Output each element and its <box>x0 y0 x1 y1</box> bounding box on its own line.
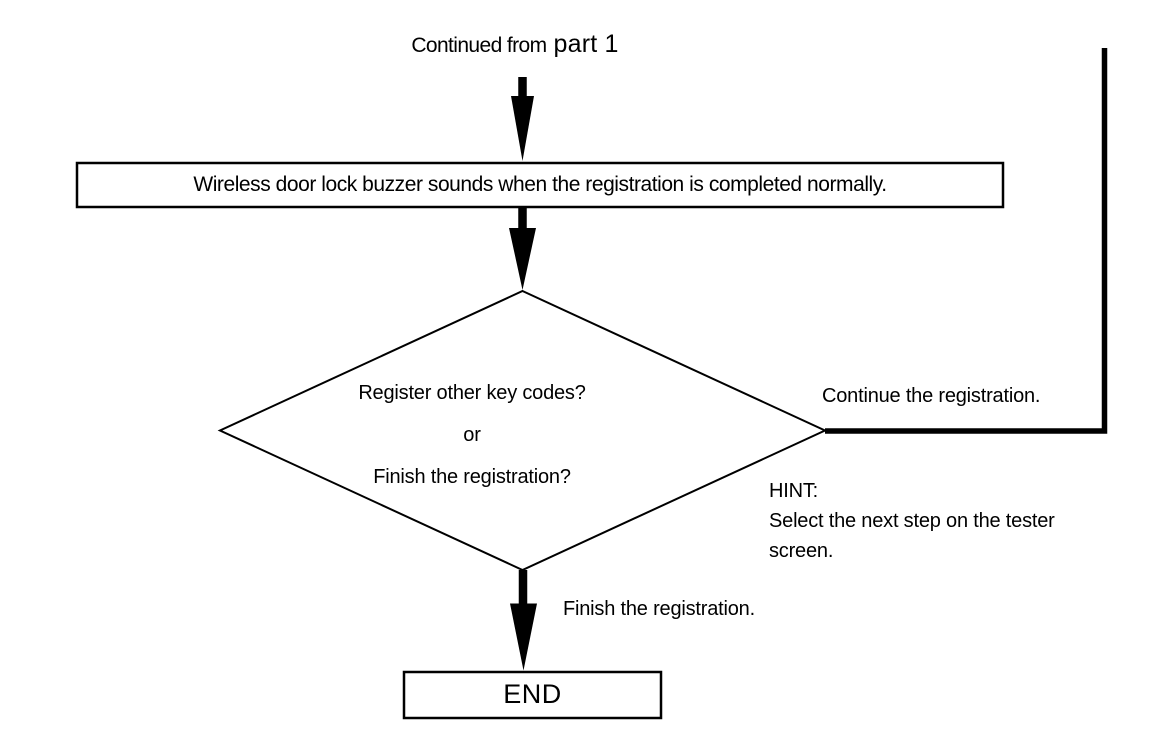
arrow-2-head <box>509 228 536 290</box>
hint-title: HINT: <box>769 480 819 502</box>
decision-line-1: Register other key codes? <box>358 382 586 404</box>
continue-branch-label: Continue the registration. <box>822 385 1041 407</box>
finish-branch-label: Finish the registration. <box>563 598 755 620</box>
decision-line-2: Finish the registration? <box>373 466 571 488</box>
hint-line-1: Select the next step on the tester <box>769 510 1055 532</box>
continued-from-part: part 1 <box>553 30 619 58</box>
continued-from-label: Continued from part 1 <box>340 30 690 59</box>
decision-or: or <box>463 424 481 446</box>
continued-from-prefix: Continued from <box>411 34 547 57</box>
arrow-3-head <box>510 603 537 671</box>
end-box-label: END <box>503 679 562 710</box>
decision-diamond-outline <box>217 289 828 572</box>
arrow-1-head <box>511 96 534 161</box>
hint-block: HINT: Select the next step on the tester… <box>769 476 1055 566</box>
connector-line-right <box>825 48 1108 434</box>
process-box-text: Wireless door lock buzzer sounds when th… <box>193 172 887 196</box>
end-box-outline <box>402 670 663 720</box>
process-box-outline <box>75 161 1005 209</box>
hint-line-2: screen. <box>769 540 834 562</box>
